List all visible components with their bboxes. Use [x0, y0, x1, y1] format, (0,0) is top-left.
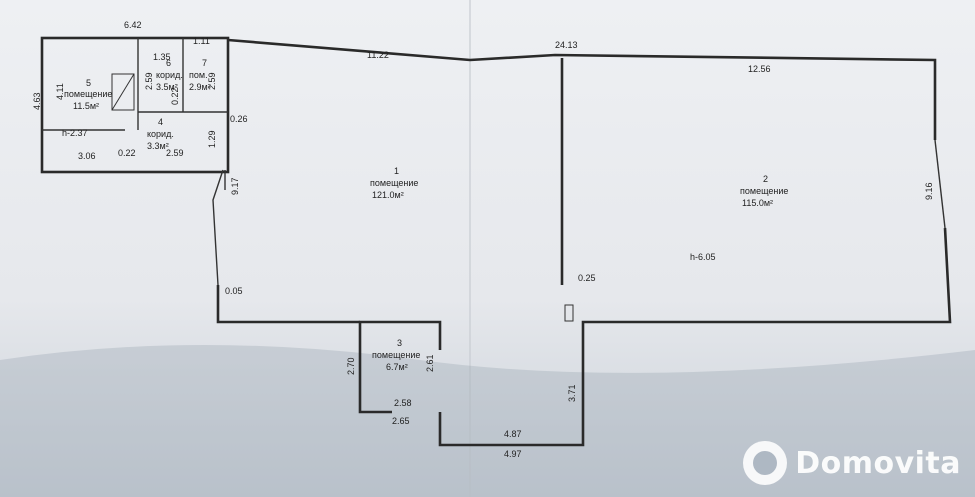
dim-bottom-inner: 4.87 [504, 429, 522, 439]
room5-area: 11.5м² [73, 101, 99, 111]
room1-number: 1 [394, 166, 399, 176]
dim-top-wall-left: 11.22 [367, 50, 389, 60]
main-right-bottom-wall [438, 227, 952, 447]
dim-room3-height-left: 2.70 [346, 357, 356, 375]
main-left-wall [212, 169, 224, 286]
dim-room2-height: 9.16 [924, 182, 934, 200]
room6-number: 6 [166, 58, 171, 68]
dim-left-inner: 4.11 [55, 83, 65, 100]
photo-shadow [0, 345, 975, 497]
dim-room3-inner-bottom: 2.58 [394, 398, 412, 408]
room3-type: помещение [372, 350, 420, 360]
room4-area: 3.3м² [147, 141, 169, 151]
main-bottom-left-wall [216, 285, 360, 324]
gate-line [934, 139, 946, 229]
room5-number: 5 [86, 78, 91, 88]
dim-top-wall-total: 24.13 [555, 40, 578, 50]
room6-type: корид. [156, 70, 183, 80]
column-symbol [564, 304, 574, 322]
dim-room3-height-right: 2.61 [425, 354, 435, 372]
watermark-text: Domovita [795, 445, 961, 481]
domovita-logo-icon [743, 441, 788, 485]
room7-area: 2.9м² [189, 82, 211, 92]
dim-offset-005: 0.05 [225, 286, 243, 296]
ceiling-height-small: h-2.37 [62, 128, 88, 138]
domovita-watermark: Domovita [743, 441, 961, 485]
dim-bottom-outer: 4.97 [504, 449, 522, 459]
dim-left-outer: 4.63 [32, 92, 42, 110]
dim-room3-bottom: 2.65 [392, 416, 410, 426]
room3-number: 3 [397, 338, 402, 348]
dim-door-129: 1.29 [207, 130, 217, 148]
dim-room2-width: 12.56 [748, 64, 771, 74]
dim-room7-width: 1.11 [193, 36, 210, 46]
room7-type: пом. [189, 70, 208, 80]
room7-number: 7 [202, 58, 207, 68]
dim-room7-height: 2.59 [207, 72, 217, 90]
stair-symbol [111, 73, 135, 111]
room3-area: 6.7м² [386, 362, 408, 372]
small-block-outline [40, 36, 230, 174]
dim-offset-025: 0.25 [578, 273, 596, 283]
dim-room4-bottom: 2.59 [166, 148, 184, 158]
room1-type: помещение [370, 178, 418, 188]
dim-room5-width: 1.35 [153, 52, 171, 62]
room4-type: корид. [147, 129, 174, 139]
room6-area: 3.5м² [156, 82, 178, 92]
dim-offset-026: 0.26 [230, 114, 248, 124]
room4-number: 4 [158, 117, 163, 127]
room2-type: помещение [740, 186, 788, 196]
dim-room1-height: 9.17 [230, 177, 240, 195]
dim-room5-bottom: 3.06 [78, 151, 96, 161]
stair-diagonal [111, 73, 135, 111]
room2-area: 115.0м² [742, 198, 773, 208]
dim-stair-height: 3.71 [567, 384, 577, 402]
ceiling-height-large: h-6.05 [690, 252, 716, 262]
room2-number: 2 [763, 174, 768, 184]
dim-gap-022: 0.22 [118, 148, 136, 158]
room5-type: помещение [64, 89, 112, 99]
dim-room6-gap: 0.22 [170, 87, 180, 105]
main-top-wall [227, 38, 937, 140]
dim-room6-height: 2.59 [144, 72, 154, 90]
room1-area: 121.0м² [372, 190, 404, 200]
dim-top-overall: 6.42 [124, 20, 142, 30]
